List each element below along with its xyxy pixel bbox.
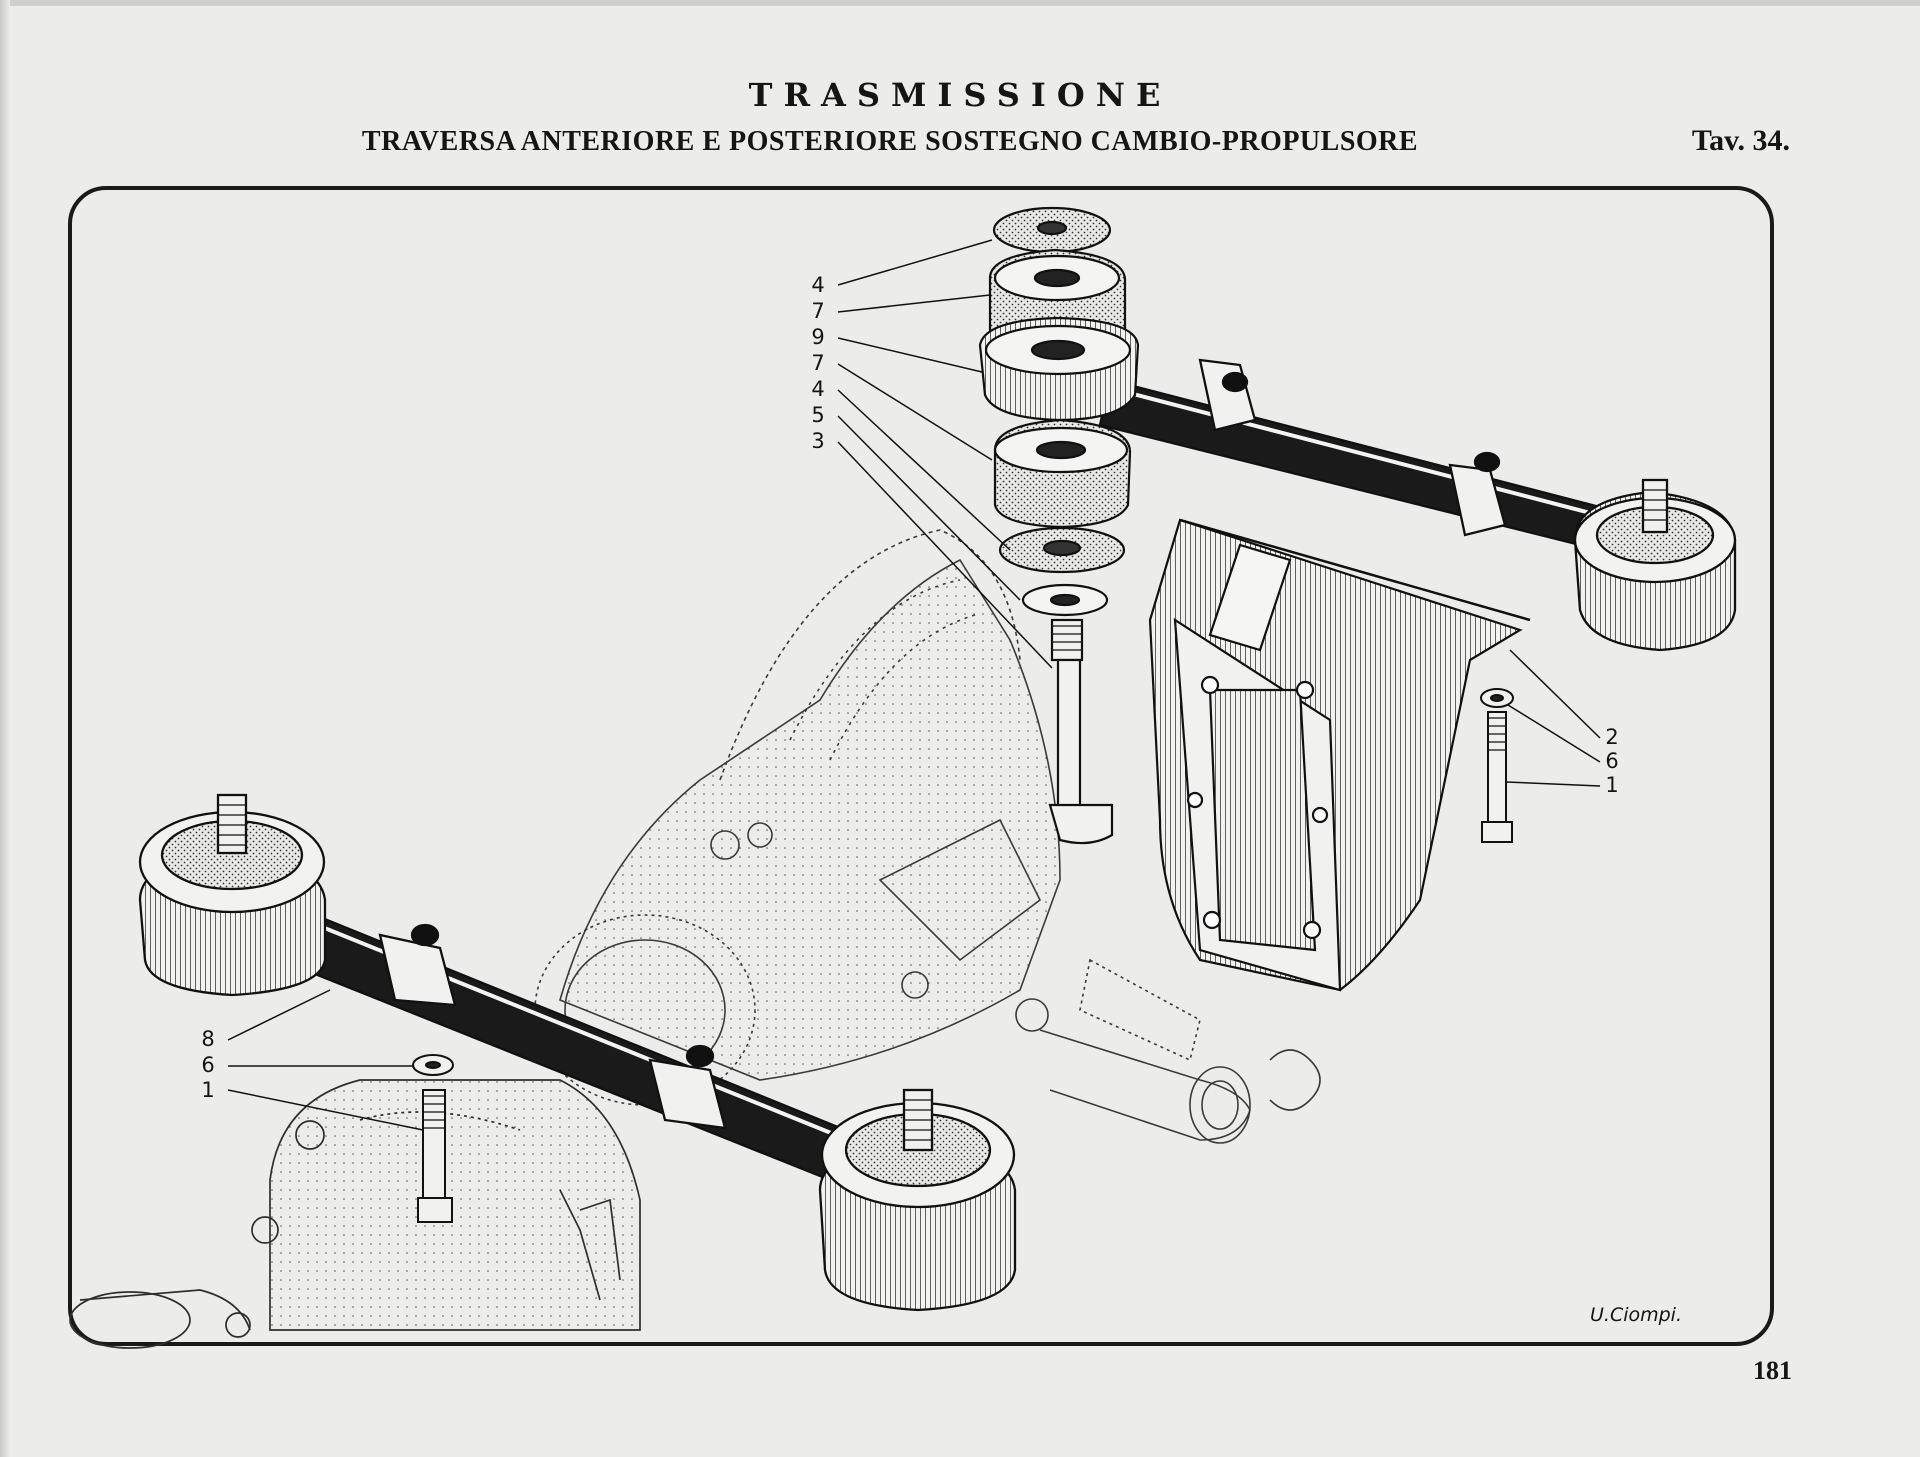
callout-right-1: 2 <box>1605 725 1619 749</box>
callout-upper-6: 5 <box>811 403 825 427</box>
page-binding-shadow <box>0 0 10 1457</box>
leader-lines <box>227 239 1601 1131</box>
callout-right-3: 1 <box>1605 773 1619 797</box>
plate-reference: Tav. 34. <box>1691 124 1790 157</box>
callout-left-2: 6 <box>201 1053 215 1077</box>
right-bolt-washer <box>1480 688 1514 843</box>
rear-crossmember <box>1098 358 1652 562</box>
page-subtitle: TRAVERSA ANTERIORE E POSTERIORE SOSTEGNO… <box>361 126 1419 157</box>
callout-upper-2: 7 <box>811 299 825 323</box>
page-top-edge <box>0 0 1920 6</box>
front-left-mount <box>138 793 327 997</box>
callout-upper-5: 4 <box>811 377 825 401</box>
callout-upper-1: 4 <box>811 273 825 297</box>
differential-housing <box>69 1079 641 1349</box>
callout-upper-4: 7 <box>811 351 825 375</box>
callout-left-1: 8 <box>201 1027 215 1051</box>
artist-signature: U.Ciompi. <box>1590 1304 1683 1326</box>
callout-upper-3: 9 <box>811 325 825 349</box>
callout-left-3: 1 <box>201 1078 215 1102</box>
upper-mount-stack <box>978 206 1140 845</box>
left-bolt-washer <box>412 1054 454 1223</box>
page-title: TRASMISSIONE <box>748 76 1172 114</box>
callout-upper-7: 3 <box>811 429 825 453</box>
front-crossmember <box>278 903 872 1192</box>
page-number: 181 <box>1753 1356 1792 1385</box>
rear-support-bracket <box>1148 518 1531 992</box>
illustration-frame <box>68 186 1774 1346</box>
front-right-mount <box>818 1088 1017 1312</box>
callout-right-2: 6 <box>1605 749 1619 773</box>
rear-right-mount <box>1573 478 1737 652</box>
